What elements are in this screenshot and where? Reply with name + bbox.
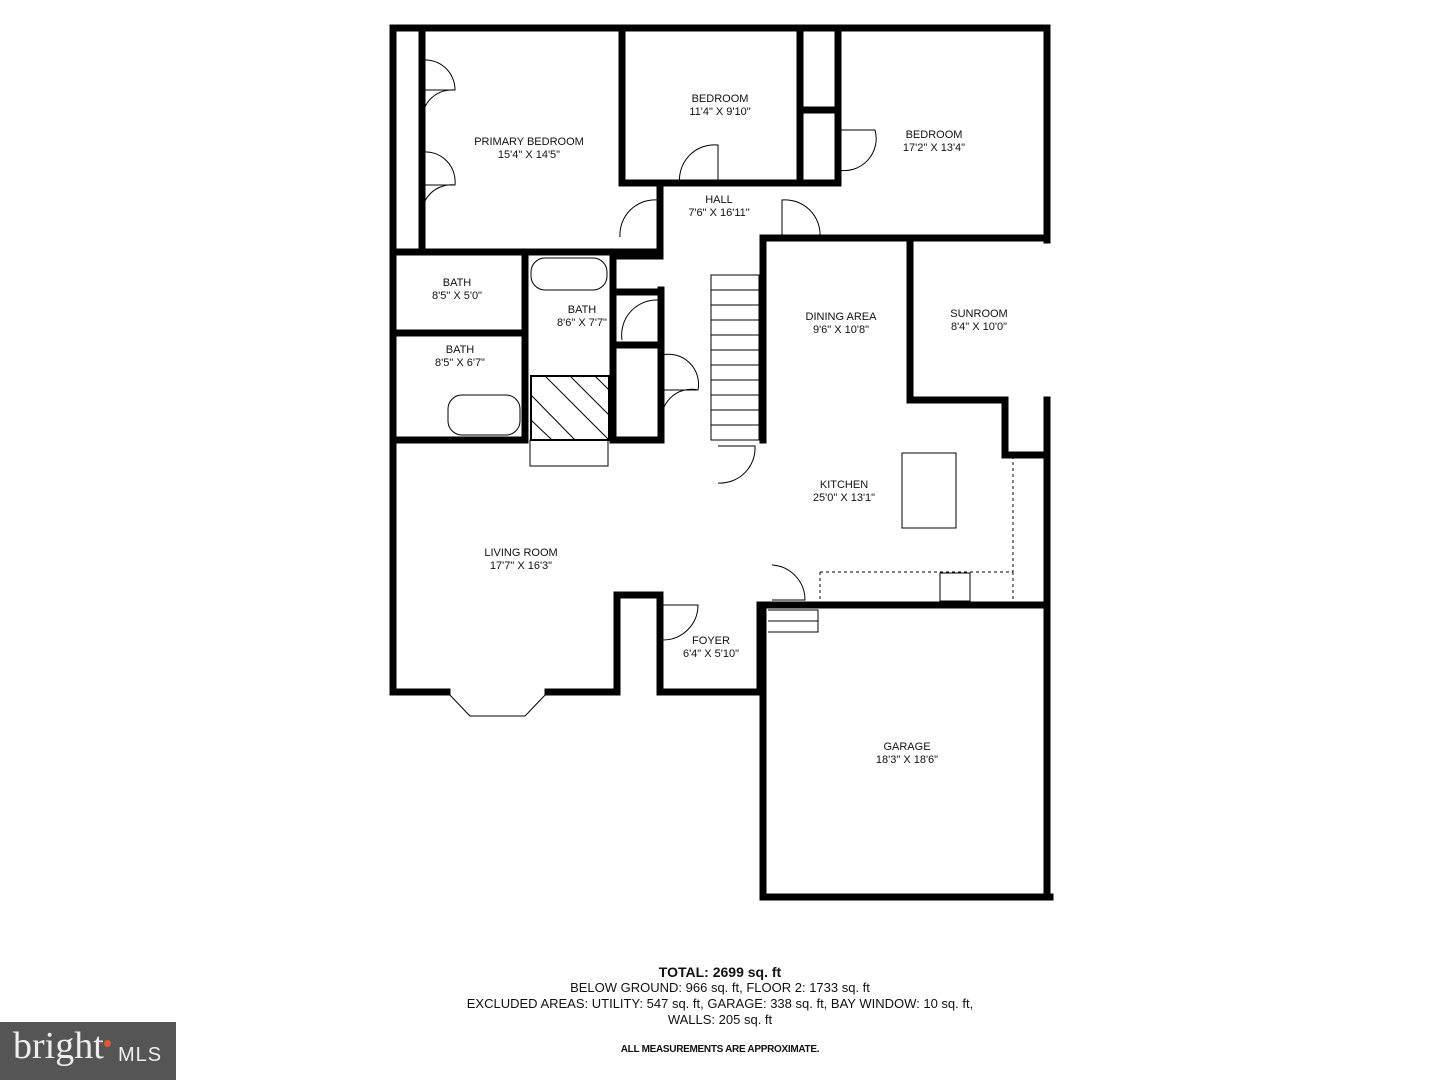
logo-spark-icon [104,1040,111,1047]
room-name: BATH [445,344,475,356]
total-area: TOTAL: 2699 sq. ft [658,964,782,980]
room-name: PRIMARY BEDROOM [474,136,584,148]
room-name: BATH [567,304,597,316]
room-dimensions: 8'5" X 5'0" [432,290,482,302]
room-name: BEDROOM [905,129,963,141]
room-name: GARAGE [883,741,931,753]
area-summary: TOTAL: 2699 sq. ft BELOW GROUND: 966 sq.… [420,964,1020,1028]
fixtures [421,59,1040,897]
excluded-areas: EXCLUDED AREAS: UTILITY: 547 sq. ft, GAR… [466,996,974,1011]
room-dimensions: 18'3" X 18'6" [875,754,939,766]
logo-suffix: MLS [118,1044,163,1066]
room-dimensions: 25'0" X 13'1" [812,492,876,504]
logo-brand: bright [13,1025,104,1067]
room-dimensions: 15'4" X 14'5" [497,149,561,161]
room-dimensions: 17'2" X 13'4" [902,142,966,154]
room-name: BEDROOM [691,93,749,105]
bright-mls-logo: bright MLS [0,1022,176,1080]
room-dimensions: 9'6" X 10'8" [812,324,870,336]
disclaimer: ALL MEASUREMENTS ARE APPROXIMATE. [620,1044,820,1055]
walls [389,24,1054,901]
room-dimensions: 8'6" X 7'7" [557,317,607,329]
room-name: BATH [442,277,472,289]
room-dimensions: 17'7" X 16'3" [489,560,553,572]
room-name: SUNROOM [950,308,1008,320]
room-name: DINING AREA [805,311,877,323]
room-name: LIVING ROOM [484,547,558,559]
room-name: FOYER [692,635,730,647]
room-dimensions: 8'5" X 6'7" [435,357,485,369]
room-dimensions: 6'4" X 5'10" [682,648,740,660]
floor-areas: BELOW GROUND: 966 sq. ft, FLOOR 2: 1733 … [570,980,870,995]
room-dimensions: 7'6" X 16'11" [688,207,750,219]
room-dimensions: 8'4" X 10'0" [950,321,1008,333]
room-name: KITCHEN [819,479,869,491]
walls-area: WALLS: 205 sq. ft [667,1012,773,1027]
room-dimensions: 11'4" X 9'10" [689,106,751,118]
room-name: HALL [705,194,733,206]
